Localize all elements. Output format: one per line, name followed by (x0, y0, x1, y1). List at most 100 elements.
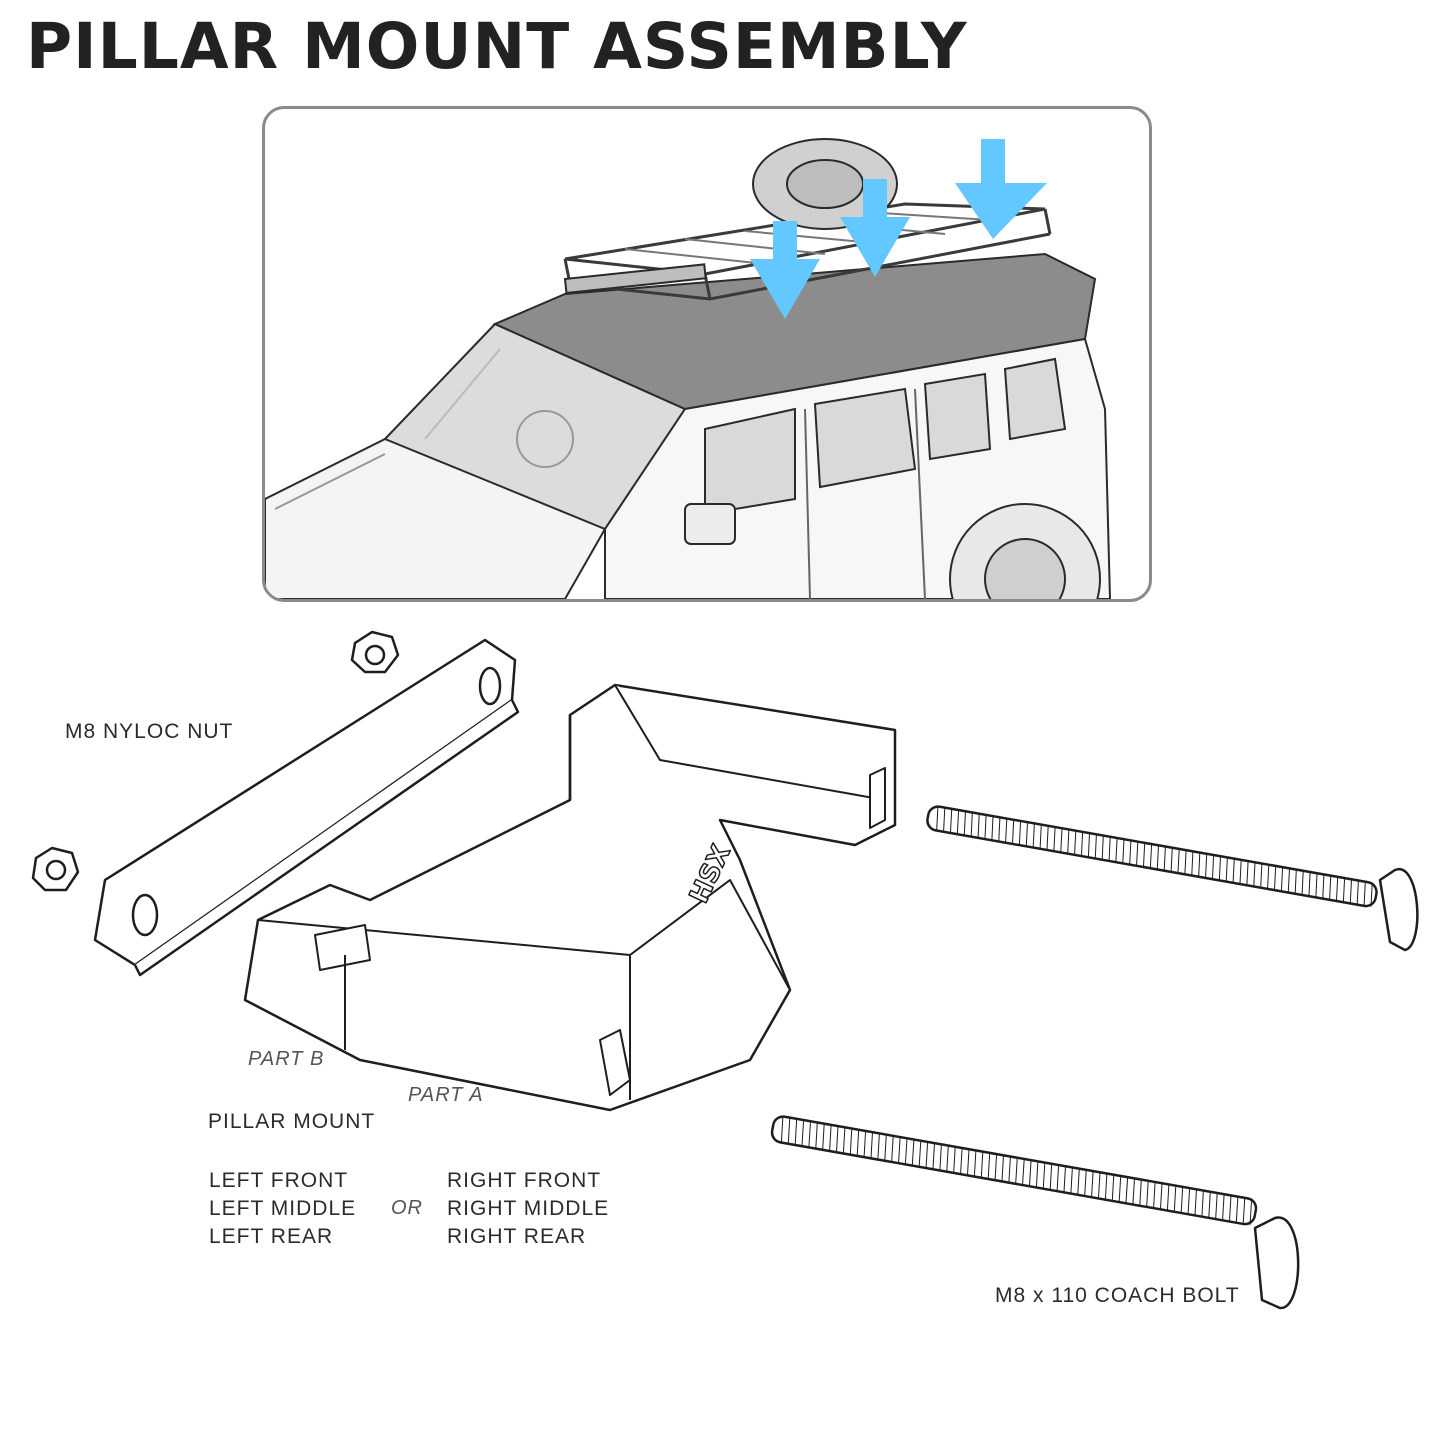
coach-bolt-icon (770, 1115, 1300, 1310)
thread-line (1049, 1163, 1053, 1190)
thread-line (815, 1122, 818, 1149)
thread-line (1329, 875, 1332, 900)
thread-line (1208, 1191, 1211, 1218)
mount-location-arrows (750, 139, 1047, 319)
thread-line (1356, 880, 1359, 905)
thread-line (1081, 831, 1084, 856)
thread-line (1187, 1188, 1191, 1214)
thread-line (1212, 854, 1215, 879)
thread-line (943, 807, 946, 832)
thread-line (1170, 847, 1173, 872)
thread-line (967, 1149, 970, 1175)
thread-line (1225, 857, 1228, 882)
thread-line (1094, 834, 1097, 859)
thread-line (1253, 862, 1256, 886)
thread-line (829, 1124, 832, 1151)
thread-line (877, 1133, 880, 1160)
thread-line (1111, 1174, 1115, 1201)
thread-line (863, 1130, 867, 1157)
thread-line (1118, 1175, 1122, 1202)
thread-line (950, 808, 953, 833)
thread-line (911, 1139, 915, 1166)
thread-line (1315, 873, 1318, 897)
thread-line (1053, 827, 1056, 851)
thread-line (1287, 868, 1290, 893)
thread-line (1074, 830, 1077, 855)
thread-line (801, 1119, 805, 1146)
thread-line (1232, 858, 1235, 883)
thread-line (1015, 1157, 1018, 1184)
thread-line (856, 1129, 860, 1156)
thread-line (1005, 818, 1008, 843)
thread-line (1260, 863, 1263, 888)
thread-line (904, 1138, 908, 1164)
thread-line (984, 814, 987, 839)
page-title: PILLAR MOUNT ASSEMBLY (26, 10, 968, 83)
thread-line (1084, 1169, 1087, 1196)
thread-line (1143, 842, 1146, 867)
label-right-front: RIGHT FRONT (447, 1169, 602, 1192)
thread-line (939, 1144, 942, 1171)
thread-line (1246, 861, 1249, 885)
thread-line (1180, 1186, 1184, 1213)
thread-line (1267, 864, 1270, 889)
pillar-mount-body: HSX (243, 683, 897, 1112)
thread-line (842, 1127, 846, 1153)
thread-line (973, 1150, 977, 1177)
thread-line (963, 811, 966, 835)
label-or: OR (391, 1197, 423, 1219)
thread-line (1108, 836, 1111, 861)
thread-line (1136, 841, 1139, 866)
vehicle-illustration (265, 138, 1112, 599)
thread-line (1201, 1190, 1204, 1217)
thread-line (1218, 856, 1221, 880)
nyloc-nut-icon (350, 630, 400, 674)
thread-line (1153, 1181, 1156, 1208)
thread-line (1149, 844, 1153, 868)
mounting-plate (93, 638, 520, 977)
label-left-front: LEFT FRONT (209, 1169, 349, 1192)
thread-line (1056, 1164, 1060, 1191)
thread-line (1039, 824, 1042, 849)
thread-line (1308, 871, 1311, 896)
thread-line (884, 1134, 887, 1161)
thread-line (780, 1116, 784, 1143)
thread-line (1139, 1179, 1142, 1206)
thread-line (1063, 1166, 1066, 1192)
label-part-a: PART A (408, 1084, 484, 1106)
thread-line (1070, 1167, 1073, 1194)
thread-line (1104, 1173, 1108, 1200)
arrow-icon (955, 139, 1047, 239)
thread-line (936, 806, 939, 831)
thread-line (808, 1121, 811, 1147)
thread-line (1349, 879, 1352, 904)
thread-line (925, 1141, 929, 1168)
arrow-icon (750, 221, 820, 319)
nyloc-nut-icon (31, 846, 80, 892)
thread-line (1132, 1178, 1135, 1205)
thread-line (1215, 1192, 1218, 1219)
thread-line (956, 809, 960, 834)
thread-line (1122, 839, 1125, 863)
label-pillar-mount: PILLAR MOUNT (208, 1110, 376, 1133)
thread-line (1091, 1171, 1094, 1197)
thread-line (1046, 825, 1049, 850)
thread-line (1042, 1162, 1046, 1189)
thread-line (991, 816, 994, 840)
thread-line (1160, 1183, 1163, 1209)
label-left-middle: LEFT MIDDLE (209, 1197, 357, 1220)
thread-line (1222, 1194, 1225, 1220)
thread-line (1156, 845, 1159, 869)
thread-line (1008, 1156, 1011, 1183)
thread-line (1173, 1185, 1177, 1212)
label-right-middle: RIGHT MIDDLE (447, 1197, 610, 1220)
thread-line (1125, 1177, 1129, 1203)
label-right-rear: RIGHT REAR (447, 1225, 587, 1248)
thread-line (870, 1132, 873, 1158)
thread-line (994, 1154, 998, 1180)
thread-line (1129, 840, 1132, 865)
thread-line (1177, 848, 1180, 873)
thread-line (977, 813, 980, 838)
thread-line (960, 1147, 963, 1174)
label-nyloc-nut: M8 NYLOC NUT (65, 720, 234, 743)
